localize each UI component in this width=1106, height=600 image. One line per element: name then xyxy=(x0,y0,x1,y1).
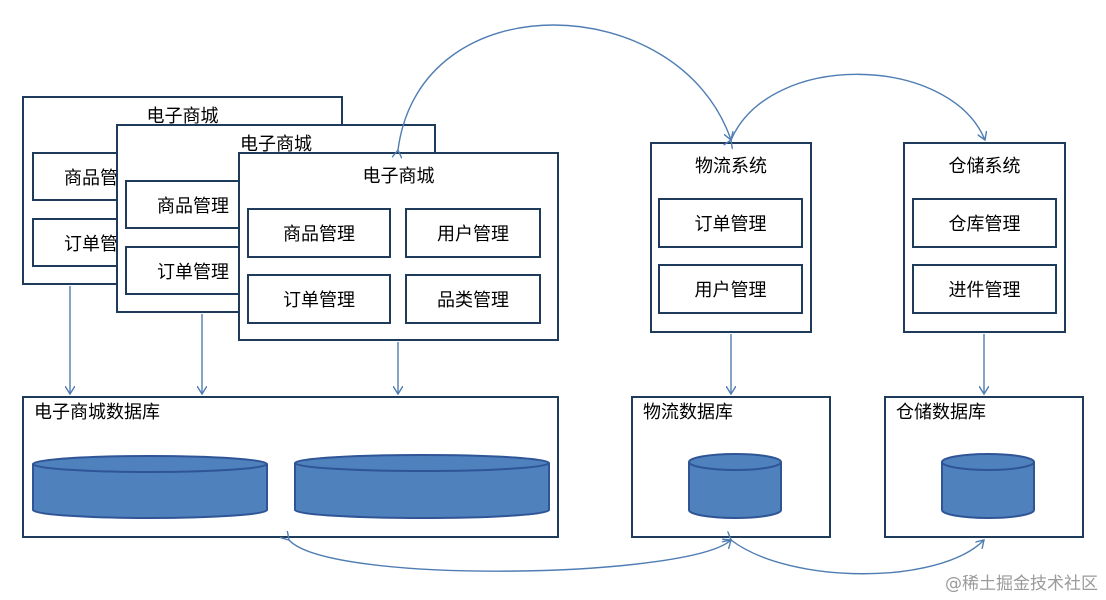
warehouse-database-label: 仓储数据库 xyxy=(896,402,986,423)
logistics-database-box: 物流数据库 xyxy=(631,396,831,538)
module-category: 品类管理 xyxy=(405,274,541,324)
logistics-system-title: 物流系统 xyxy=(695,156,767,177)
mall-title-front: 电子商城 xyxy=(362,166,435,187)
mall-database-box: 电子商城数据库 xyxy=(22,396,559,538)
watermark: @稀土掘金技术社区 xyxy=(945,574,1098,594)
logistics-database-label: 物流数据库 xyxy=(643,402,733,423)
module-order: 订单管理 xyxy=(247,274,391,324)
mall-title-middle: 电子商城 xyxy=(240,134,312,155)
arc-logistics-warehouse xyxy=(731,73,985,140)
arc-mall-logistics xyxy=(398,24,731,150)
mall-title-back: 电子商城 xyxy=(146,106,219,127)
warehouse-system-title: 仓储系统 xyxy=(948,156,1021,177)
module-product: 商品管理 xyxy=(247,208,391,258)
mall-database-label: 电子商城数据库 xyxy=(34,402,160,423)
warehouse-database-box: 仓储数据库 xyxy=(884,396,1084,538)
warehouse-module-inbound: 进件管理 xyxy=(912,264,1057,314)
warehouse-module-storage: 仓库管理 xyxy=(912,198,1057,248)
logistics-module-user: 用户管理 xyxy=(658,264,803,314)
module-user: 用户管理 xyxy=(405,208,541,258)
arc-mall-db-logistics-db xyxy=(289,540,731,572)
logistics-module-order: 订单管理 xyxy=(658,198,803,248)
